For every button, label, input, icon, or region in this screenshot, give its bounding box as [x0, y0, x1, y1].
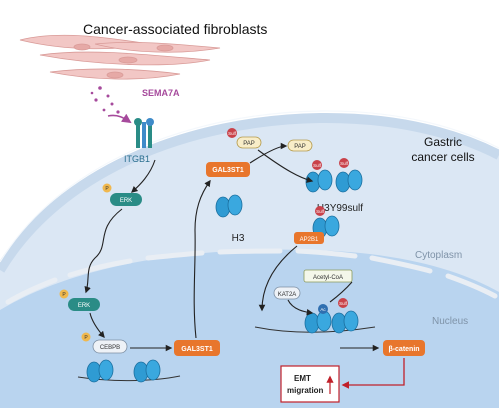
beta-catenin-label: β-catenin — [388, 346, 419, 353]
cell-label-line2: cancer cells — [411, 150, 474, 164]
kat2a-label: KAT2A — [278, 292, 297, 298]
pap-left-label: PAP — [243, 141, 255, 147]
ac-badge — [318, 304, 328, 314]
outcome-line1: EMT — [294, 374, 311, 383]
gal3st1-cytoplasm-node — [206, 162, 250, 177]
phospho-label: P — [105, 186, 109, 192]
sema7a-arrow — [107, 113, 132, 124]
cell-label-line1: Gastric — [424, 135, 462, 149]
pap-right-label: PAP — [294, 144, 306, 150]
beta-catenin-node — [383, 340, 425, 356]
pap-right-node — [287, 139, 313, 152]
cell-membrane — [0, 112, 499, 273]
nucleus — [0, 249, 499, 408]
sema7a-particles — [90, 86, 120, 114]
acetyl-coa-label: Acetyl-CoA — [313, 275, 343, 281]
sulf-badge — [339, 158, 349, 168]
phospho-badge — [59, 289, 69, 299]
acetyl-coa-node — [303, 269, 353, 283]
outcome-line2: migration — [287, 386, 324, 395]
outcome-box — [280, 365, 340, 403]
beta-catenin-to-emt-arrow — [341, 358, 405, 389]
gal3st1-nuclear-label: GAL3ST1 — [181, 346, 213, 353]
phospho-badge — [81, 332, 91, 342]
sulf-label: Sulf — [339, 301, 348, 306]
h3-label: H3 — [232, 233, 245, 244]
ac-label: Ac — [320, 307, 326, 312]
erk-nuclear-label: ERK — [78, 303, 90, 309]
sulf-badge — [338, 298, 348, 308]
itgb1-receptor — [134, 118, 154, 148]
phospho-label: P — [84, 335, 88, 341]
cytoplasm-label: Cytoplasm — [415, 250, 462, 261]
sulf-label: Sulf — [316, 209, 325, 214]
signaling-arrows — [84, 142, 380, 352]
sulf-badge — [315, 206, 325, 216]
h3y99sulf-label: H3Y99sulf — [317, 203, 363, 214]
fibroblast-cells — [19, 34, 221, 80]
sulf-badge — [312, 160, 322, 170]
sulf-label: Sulf — [313, 163, 322, 168]
nucleus-label: Nucleus — [432, 316, 468, 327]
cebpb-label: CEBPB — [100, 345, 120, 351]
pap-left-node — [236, 136, 262, 149]
sulf-badge — [227, 128, 237, 138]
nuclear-envelope — [5, 248, 498, 305]
sulf-label: Sulf — [340, 161, 349, 166]
phospho-label: P — [62, 292, 66, 298]
gal3st1-nuclear-node — [174, 340, 220, 356]
sulf-label: Sulf — [228, 131, 237, 136]
itgb1-label: ITGB1 — [124, 154, 150, 164]
erk-nuclear-node — [68, 298, 100, 311]
title: Cancer-associated fibroblasts — [83, 21, 267, 37]
erk-membrane-label: ERK — [120, 198, 132, 204]
gal3st1-cytoplasm-label: GAL3ST1 — [212, 167, 244, 174]
phospho-badge — [102, 183, 112, 193]
erk-membrane-node — [110, 193, 142, 206]
ap2b1-node — [294, 232, 324, 244]
sema7a-label: SEMA7A — [142, 88, 180, 98]
ap2b1-label: AP2B1 — [300, 237, 319, 243]
cebpb-node — [92, 339, 128, 354]
kat2a-node — [273, 286, 301, 300]
